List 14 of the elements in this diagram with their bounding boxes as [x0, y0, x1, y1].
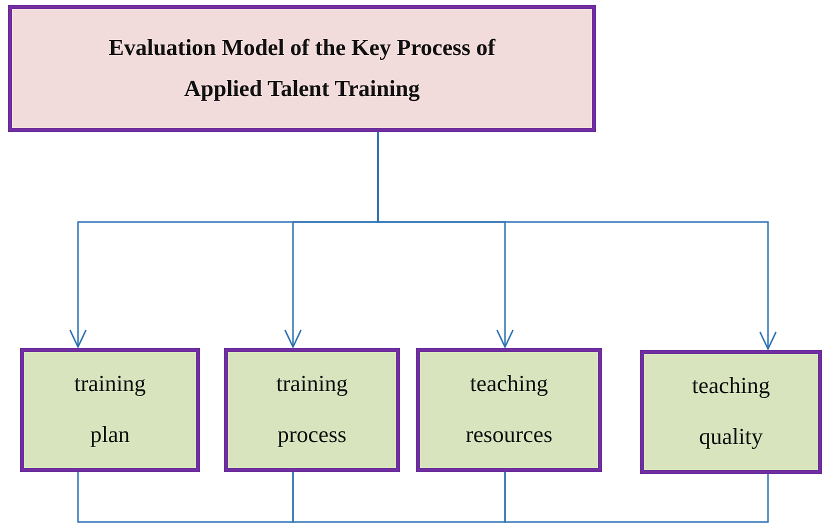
- connector-line: [77, 472, 294, 523]
- title-text: Evaluation Model of the Key Process of Applied Talent Training: [108, 34, 496, 104]
- process-box: [640, 350, 822, 474]
- process-box: [20, 348, 200, 472]
- title-box: [8, 5, 596, 132]
- connector-line: [504, 472, 769, 523]
- box-label: teaching quality: [691, 372, 771, 451]
- process-box: [224, 348, 400, 472]
- box-label: training plan: [73, 370, 147, 449]
- box-label: teaching resources: [464, 370, 554, 449]
- connector-line: [292, 472, 506, 523]
- process-box: [416, 348, 602, 472]
- box-label: training process: [275, 370, 349, 449]
- arrow: [377, 132, 777, 350]
